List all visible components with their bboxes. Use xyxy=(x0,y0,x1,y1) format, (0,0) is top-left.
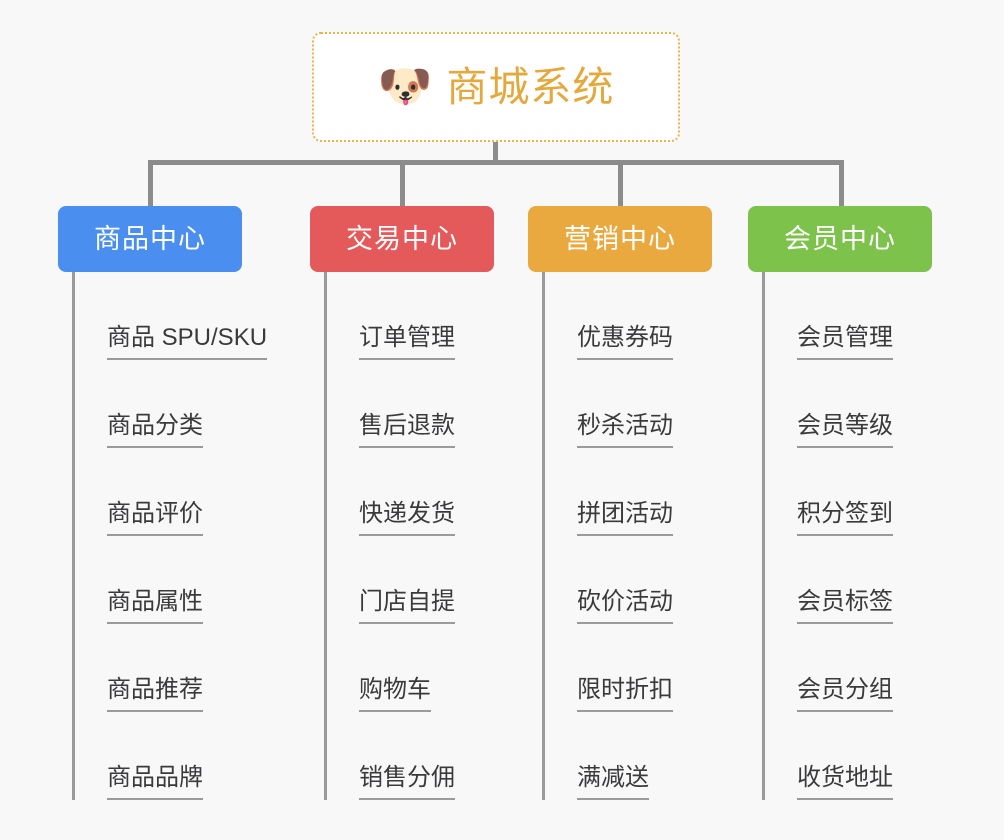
leaf-item[interactable]: 会员等级 xyxy=(765,360,932,448)
leaf-item[interactable]: 购物车 xyxy=(327,624,494,712)
leaf-label: 商品分类 xyxy=(107,412,203,448)
leaf-item[interactable]: 商品分类 xyxy=(75,360,267,448)
leaf-label: 门店自提 xyxy=(359,588,455,624)
leaf-list-marketing-center: 优惠券码 秒杀活动 拼团活动 砍价活动 限时折扣 满减送 xyxy=(542,272,712,800)
leaf-item[interactable]: 拼团活动 xyxy=(545,448,712,536)
leaf-item[interactable]: 销售分佣 xyxy=(327,712,494,800)
connector-horizontal-bar xyxy=(148,160,844,165)
category-label: 商品中心 xyxy=(94,223,206,254)
leaf-label: 购物车 xyxy=(359,676,431,712)
root-title: 商城系统 xyxy=(446,63,615,110)
leaf-label: 砍价活动 xyxy=(577,588,673,624)
leaf-item[interactable]: 会员管理 xyxy=(765,272,932,360)
leaf-list-member-center: 会员管理 会员等级 积分签到 会员标签 会员分组 收货地址 xyxy=(762,272,932,800)
leaf-label: 商品评价 xyxy=(107,500,203,536)
category-header-product-center[interactable]: 商品中心 xyxy=(58,206,242,272)
leaf-label: 商品 SPU/SKU xyxy=(107,324,268,360)
leaf-label: 秒杀活动 xyxy=(577,412,673,448)
leaf-label: 会员分组 xyxy=(797,676,893,712)
leaf-item[interactable]: 积分签到 xyxy=(765,448,932,536)
leaf-item[interactable]: 订单管理 xyxy=(327,272,494,360)
leaf-label: 满减送 xyxy=(577,764,649,800)
leaf-label: 商品属性 xyxy=(107,588,203,624)
leaf-item[interactable]: 限时折扣 xyxy=(545,624,712,712)
connector-drop-2 xyxy=(400,160,405,206)
leaf-item[interactable]: 售后退款 xyxy=(327,360,494,448)
leaf-label: 限时折扣 xyxy=(577,676,673,712)
branch-column-member-center: 会员中心 会员管理 会员等级 积分签到 会员标签 会员分组 收货地址 xyxy=(748,206,932,800)
category-header-member-center[interactable]: 会员中心 xyxy=(748,206,932,272)
connector-drop-1 xyxy=(148,160,153,206)
leaf-item[interactable]: 会员分组 xyxy=(765,624,932,712)
leaf-list-product-center: 商品 SPU/SKU 商品分类 商品评价 商品属性 商品推荐 商品品牌 xyxy=(72,272,268,800)
leaf-label: 销售分佣 xyxy=(359,764,455,800)
leaf-label: 拼团活动 xyxy=(577,500,673,536)
category-label: 营销中心 xyxy=(564,223,676,254)
connector-stem xyxy=(493,142,498,164)
category-header-trade-center[interactable]: 交易中心 xyxy=(310,206,494,272)
leaf-label: 收货地址 xyxy=(797,764,893,800)
leaf-label: 订单管理 xyxy=(359,324,455,360)
connector-drop-4 xyxy=(839,160,844,206)
leaf-label: 积分签到 xyxy=(797,500,893,536)
leaf-item[interactable]: 商品 SPU/SKU xyxy=(75,272,268,360)
category-label: 会员中心 xyxy=(784,223,896,254)
leaf-item[interactable]: 收货地址 xyxy=(765,712,932,800)
category-header-marketing-center[interactable]: 营销中心 xyxy=(528,206,712,272)
leaf-label: 商品品牌 xyxy=(107,764,203,800)
root-node[interactable]: 🐶 商城系统 xyxy=(312,32,680,142)
leaf-label: 商品推荐 xyxy=(107,676,203,712)
leaf-label: 会员管理 xyxy=(797,324,893,360)
leaf-item[interactable]: 门店自提 xyxy=(327,536,494,624)
leaf-item[interactable]: 商品品牌 xyxy=(75,712,267,800)
leaf-label: 快递发货 xyxy=(359,500,455,536)
leaf-label: 售后退款 xyxy=(359,412,455,448)
branch-column-trade-center: 交易中心 订单管理 售后退款 快递发货 门店自提 购物车 销售分佣 xyxy=(310,206,494,800)
leaf-label: 会员标签 xyxy=(797,588,893,624)
leaf-item[interactable]: 商品评价 xyxy=(75,448,267,536)
leaf-item[interactable]: 优惠券码 xyxy=(545,272,712,360)
leaf-item[interactable]: 商品属性 xyxy=(75,536,267,624)
category-label: 交易中心 xyxy=(346,223,458,254)
branch-column-marketing-center: 营销中心 优惠券码 秒杀活动 拼团活动 砍价活动 限时折扣 满减送 xyxy=(528,206,712,800)
leaf-item[interactable]: 快递发货 xyxy=(327,448,494,536)
leaf-label: 优惠券码 xyxy=(577,324,673,360)
dog-face-icon: 🐶 xyxy=(377,62,433,111)
leaf-item[interactable]: 砍价活动 xyxy=(545,536,712,624)
leaf-label: 会员等级 xyxy=(797,412,893,448)
connector-drop-3 xyxy=(618,160,623,206)
leaf-item[interactable]: 会员标签 xyxy=(765,536,932,624)
leaf-item[interactable]: 秒杀活动 xyxy=(545,360,712,448)
branch-column-product-center: 商品中心 商品 SPU/SKU 商品分类 商品评价 商品属性 商品推荐 商品品牌 xyxy=(58,206,268,800)
leaf-item[interactable]: 满减送 xyxy=(545,712,712,800)
leaf-item[interactable]: 商品推荐 xyxy=(75,624,267,712)
leaf-list-trade-center: 订单管理 售后退款 快递发货 门店自提 购物车 销售分佣 xyxy=(324,272,494,800)
